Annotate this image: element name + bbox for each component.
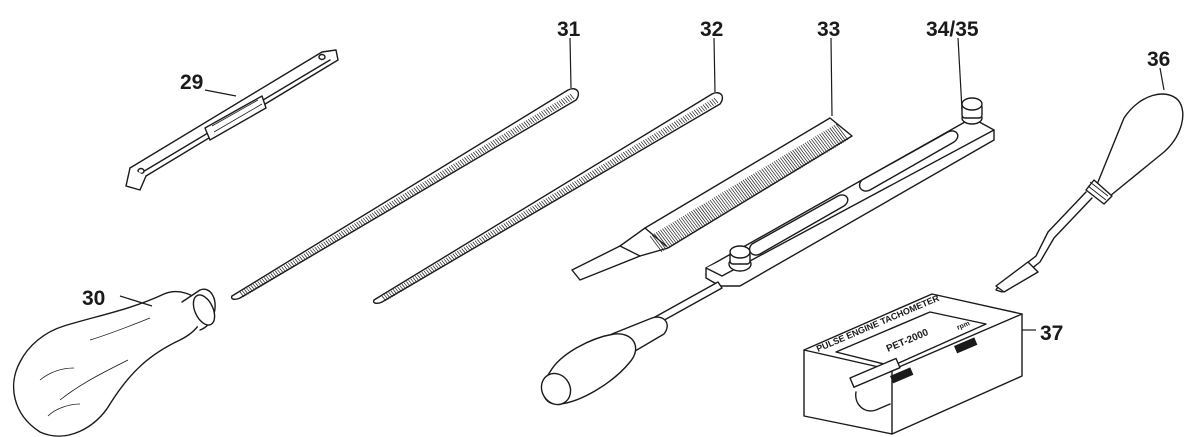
leader-36 — [1159, 67, 1165, 91]
wooden-handle-30 — [13, 288, 216, 437]
tach-unit-text: rpm — [956, 320, 971, 332]
part-label-31: 31 — [557, 18, 581, 41]
tachometer-37: PULSE ENGINE TACHOMETER PET-2000 rpm — [803, 293, 1023, 435]
part-label-30: 30 — [82, 287, 105, 310]
leader-29 — [204, 89, 237, 97]
part-label-29: 29 — [180, 71, 203, 94]
depth-tool-36 — [995, 93, 1184, 293]
file-guide-29 — [125, 49, 339, 191]
leader-31 — [569, 37, 572, 89]
leader-33 — [830, 37, 833, 117]
leader-30 — [119, 295, 153, 307]
flat-file-33 — [571, 117, 853, 281]
file-33-teeth — [649, 123, 849, 253]
leader-32 — [713, 37, 716, 93]
filing-gauge-34-35 — [540, 97, 995, 406]
round-file-32 — [372, 92, 724, 305]
part-label-34-35: 34/35 — [926, 18, 979, 41]
part-label-32: 32 — [700, 18, 723, 41]
leader-34-35 — [957, 37, 963, 111]
round-file-31 — [230, 88, 580, 301]
part-labels: 29 30 31 32 33 34/35 36 37 — [82, 18, 1170, 345]
part-label-36: 36 — [1147, 48, 1170, 71]
part-label-37: 37 — [1040, 322, 1063, 345]
file-31-teeth — [239, 93, 575, 298]
leader-lines — [119, 37, 1165, 331]
part-label-33: 33 — [817, 18, 840, 41]
file-32-teeth — [381, 97, 719, 302]
